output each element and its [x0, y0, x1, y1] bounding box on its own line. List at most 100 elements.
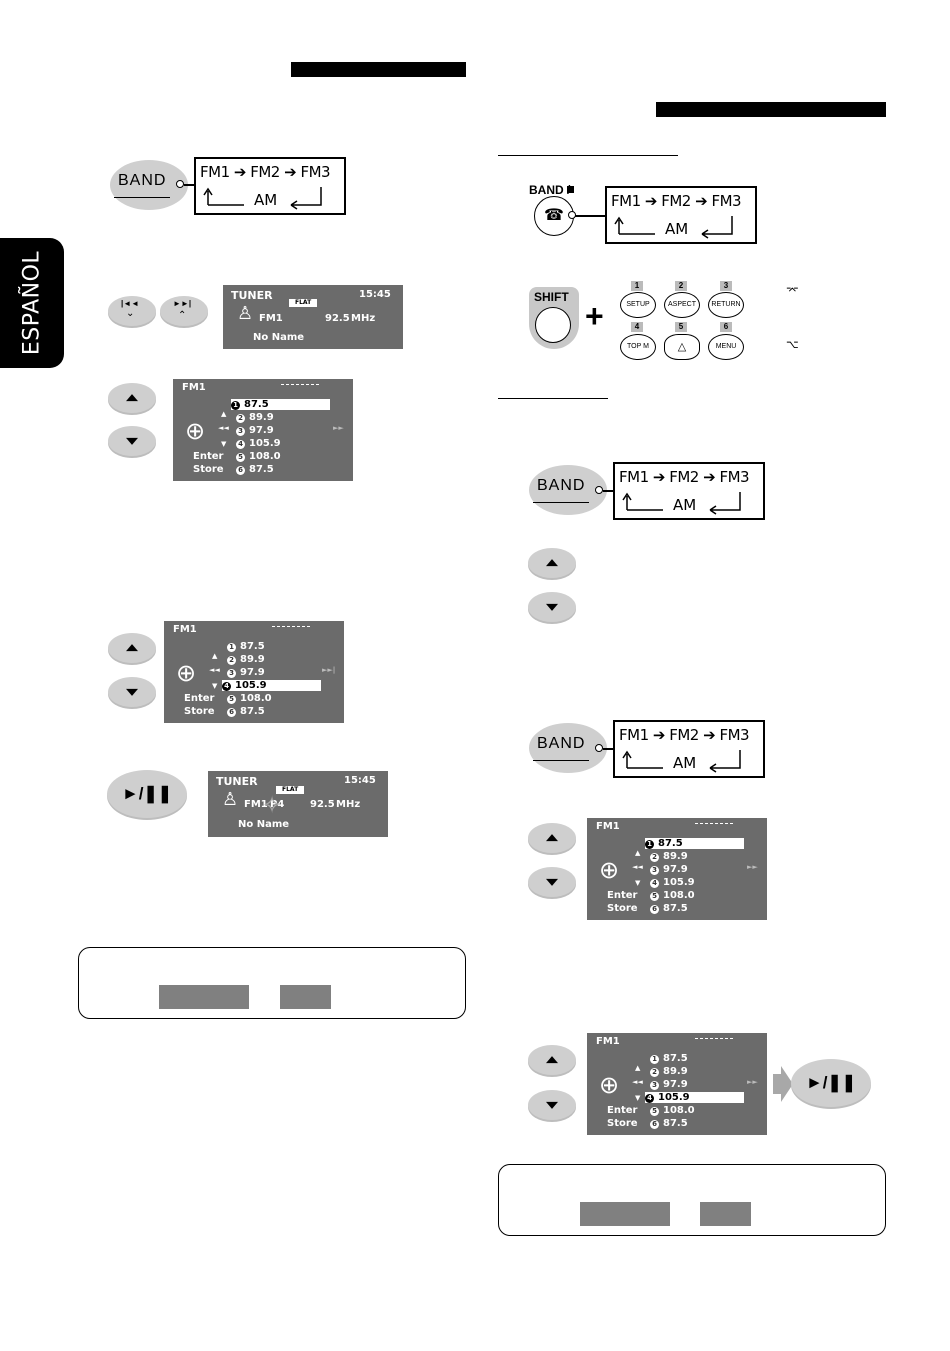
- tuner-band: FM1: [259, 313, 283, 324]
- band-button[interactable]: BAND: [529, 465, 607, 515]
- key-number: 2: [675, 281, 687, 291]
- band-button[interactable]: BAND: [110, 160, 188, 210]
- down-button[interactable]: [528, 867, 576, 897]
- key-number: 3: [720, 281, 732, 291]
- key-number: 1: [631, 281, 643, 291]
- down-button[interactable]: [528, 592, 576, 622]
- down-button[interactable]: [108, 677, 156, 707]
- section-underline-1: [498, 155, 678, 156]
- chevron-down-icon: ⌄: [126, 308, 135, 319]
- header-bar-left: [291, 62, 466, 77]
- tuner-display-1: TUNER FLAT 15:45 ♙ FM1 92.5 MHz No Name: [223, 285, 403, 349]
- tuner-display-2: TUNER FLAT 15:45 ♙ FM1 P4 ✧ 92.5 MHz No …: [208, 771, 388, 837]
- connector-dot: [176, 180, 184, 188]
- play-pause-button[interactable]: ►/❚❚: [791, 1059, 871, 1107]
- tuner-time: 15:45: [359, 289, 391, 300]
- down-button[interactable]: [108, 426, 156, 456]
- tuning-dial-icon: ⊕: [599, 856, 620, 884]
- up-arrow-icon: [546, 834, 558, 842]
- shift-button[interactable]: SHIFT: [529, 287, 579, 349]
- chevron-up-icon: ⌃: [178, 310, 187, 321]
- remote-key-triangle[interactable]: △: [664, 334, 700, 360]
- seek-next-icon: ►►|: [173, 299, 192, 308]
- remote-key-menu[interactable]: MENU: [708, 334, 744, 360]
- down-button[interactable]: [528, 1090, 576, 1120]
- remote-key-return[interactable]: RETURN: [708, 292, 744, 318]
- play-pause-button[interactable]: ►/❚❚: [107, 770, 187, 818]
- down-arrow-icon: [126, 437, 138, 445]
- tuner-band: FM1: [244, 799, 268, 810]
- arrow-down-small-icon: ⌥: [786, 339, 799, 351]
- down-arrow-icon: [546, 1101, 558, 1109]
- band-cycle-diagram: FM1 ➔ FM2 ➔ FM3 AM: [194, 157, 346, 215]
- up-button[interactable]: [528, 548, 576, 578]
- remote-key-aspect[interactable]: ASPECT: [664, 292, 700, 318]
- key-number: 6: [720, 322, 732, 332]
- gray-highlight: [159, 985, 249, 1009]
- seek-prev-button[interactable]: |◄◄ ⌄: [108, 296, 156, 326]
- store-label: Store: [193, 464, 224, 475]
- tuner-title: TUNER: [216, 775, 258, 788]
- language-tab: ESPAÑOL: [0, 238, 64, 368]
- gray-highlight: [280, 985, 331, 1009]
- preset-band: FM1: [173, 624, 197, 635]
- arrow-up-small-icon: ⌤: [786, 285, 799, 297]
- tuner-name: No Name: [238, 819, 290, 830]
- remote-band-label: BAND /: [529, 183, 571, 197]
- stop-square-icon: [567, 186, 574, 193]
- tuning-dial-icon: ⊕: [185, 417, 206, 445]
- down-arrow-icon: [546, 603, 558, 611]
- tuner-name: No Name: [253, 332, 305, 343]
- seek-prev-icon: |◄◄: [121, 299, 140, 308]
- enter-label: Enter: [184, 693, 215, 704]
- up-button[interactable]: [528, 823, 576, 853]
- band-button-label: BAND: [118, 172, 167, 189]
- shift-label: SHIFT: [534, 290, 569, 304]
- enter-label: Enter: [193, 451, 224, 462]
- band-button[interactable]: BAND: [529, 723, 607, 773]
- plus-sign: +: [585, 298, 604, 334]
- up-arrow-icon: [546, 559, 558, 567]
- preset-band: FM1: [182, 382, 206, 393]
- tuner-time: 15:45: [344, 775, 376, 786]
- remote-key-topm[interactable]: TOP M: [620, 334, 656, 360]
- up-button[interactable]: [108, 633, 156, 663]
- tuner-title: TUNER: [231, 289, 273, 302]
- down-arrow-icon: [126, 688, 138, 696]
- band-cycle-diagram: FM1 ➔ FM2 ➔ FM3 AM: [613, 720, 765, 778]
- tuner-unit: MHz: [351, 313, 376, 324]
- antenna-icon: ♙: [222, 789, 239, 810]
- cycle-fm2: FM2: [250, 163, 280, 181]
- seek-next-button[interactable]: ►►| ⌃: [160, 296, 208, 326]
- remote-key-setup[interactable]: SETUP: [620, 292, 656, 318]
- up-button[interactable]: [108, 383, 156, 413]
- up-button[interactable]: [528, 1045, 576, 1075]
- antenna-icon: ♙: [237, 303, 254, 324]
